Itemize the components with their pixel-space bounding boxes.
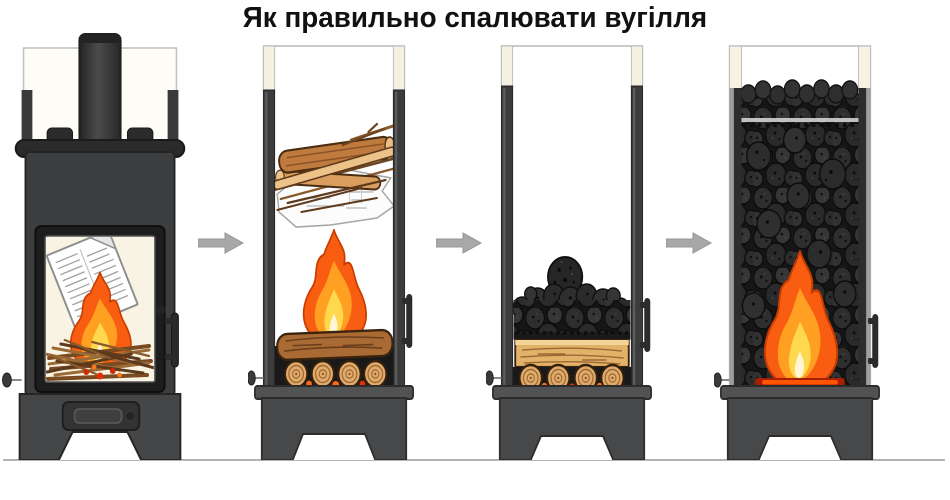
arrow-right-icon: arrow-right-icon (198, 232, 245, 254)
leg-cutout (529, 435, 615, 460)
stove-stage-1-illustration: stove-with-chimney-burning-paper-and-kin… (2, 33, 186, 460)
air-control-bolt (2, 372, 22, 388)
coal-fill-icon (740, 79, 860, 387)
air-control-bolt (486, 370, 502, 386)
stove-base (492, 385, 652, 460)
door-handle (155, 305, 179, 368)
leg-cutout (757, 435, 843, 460)
door-handle (639, 298, 651, 352)
stove-base (18, 393, 182, 460)
stove-base (720, 385, 880, 460)
big-log-icon (276, 328, 394, 362)
stove-stage-3-illustration: cutaway-stove-coal-pile-on-wood-logs-ico… (486, 45, 652, 460)
stove-stage-2-illustration: cutaway-stove-kindling-on-paper-above-bu… (248, 45, 414, 460)
coal-pile-icon (512, 256, 631, 334)
wood-plank-icon (514, 338, 630, 369)
stove-stage-4-illustration: cutaway-stove-filled-with-burning-coal-i… (714, 45, 880, 460)
leg-cutout (57, 431, 143, 460)
stove-base (254, 385, 414, 460)
air-control-bolt (248, 370, 264, 386)
chimney-icon (78, 33, 122, 149)
air-control-bolt (714, 372, 730, 388)
kindling-bundle-icon (274, 122, 394, 213)
rim-line (740, 118, 860, 122)
door-handle (867, 314, 879, 368)
arrow-right-icon: arrow-right-icon (666, 232, 713, 254)
side-posts (729, 88, 871, 388)
page-title: Як правильно спалювати вугілля (242, 2, 708, 34)
ground-line (3, 459, 945, 461)
door-handle (401, 294, 413, 348)
arrow-right-icon: arrow-right-icon (436, 232, 483, 254)
ember-strip (755, 378, 845, 387)
leg-cutout (291, 433, 377, 460)
kindling-icon (46, 338, 154, 381)
